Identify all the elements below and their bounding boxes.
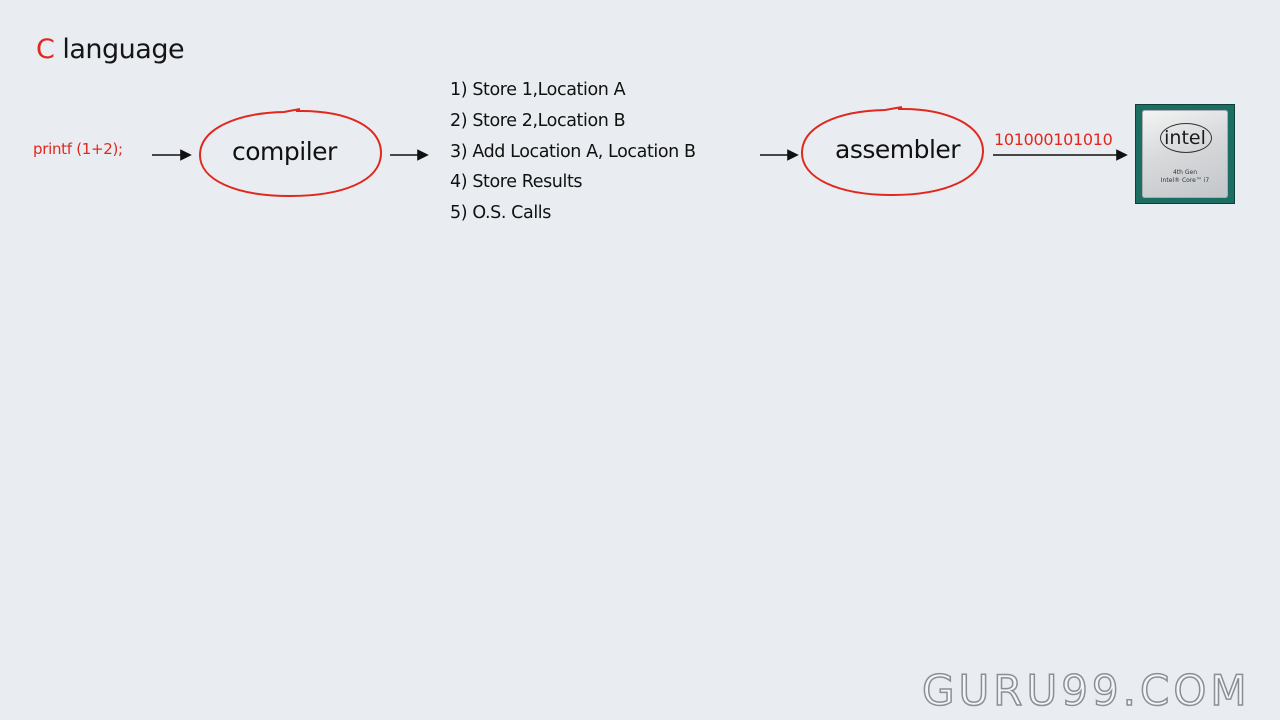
- title-rest: language: [62, 34, 185, 65]
- step-item: 5) O.S. Calls: [450, 203, 551, 224]
- arrow-code-to-compiler: [152, 149, 192, 161]
- guru99-watermark: GURU99.COM: [921, 665, 1251, 716]
- assembler-label: assembler: [835, 135, 961, 164]
- assembly-steps-list: 1) Store 1,Location A 2) Store 2,Locatio…: [450, 75, 696, 229]
- intel-logo-ring: [1160, 123, 1212, 153]
- title-c-letter: C: [36, 34, 55, 65]
- intel-logo: intel: [1164, 127, 1206, 149]
- step-item: 3) Add Location A, Location B: [450, 141, 696, 162]
- binary-code: 101000101010: [994, 130, 1113, 149]
- printf-code: printf (1+2);: [33, 140, 123, 158]
- cpu-model-label: Intel® Core™ i7: [1160, 177, 1210, 184]
- step-item: 2) Store 2,Location B: [450, 110, 626, 131]
- arrow-assembler-to-cpu: [993, 149, 1128, 161]
- compiler-label: compiler: [232, 137, 337, 166]
- step-item: 4) Store Results: [450, 172, 583, 193]
- cpu-chip-image: intel 4th Gen Intel® Core™ i7: [1135, 104, 1235, 204]
- compiler-ellipse: [198, 108, 383, 198]
- cpu-gen-label: 4th Gen: [1172, 169, 1198, 176]
- step-item: 1) Store 1,Location A: [450, 80, 626, 100]
- arrow-steps-to-assembler: [760, 149, 799, 161]
- arrow-compiler-to-steps: [390, 149, 429, 161]
- assembler-ellipse: [800, 106, 985, 197]
